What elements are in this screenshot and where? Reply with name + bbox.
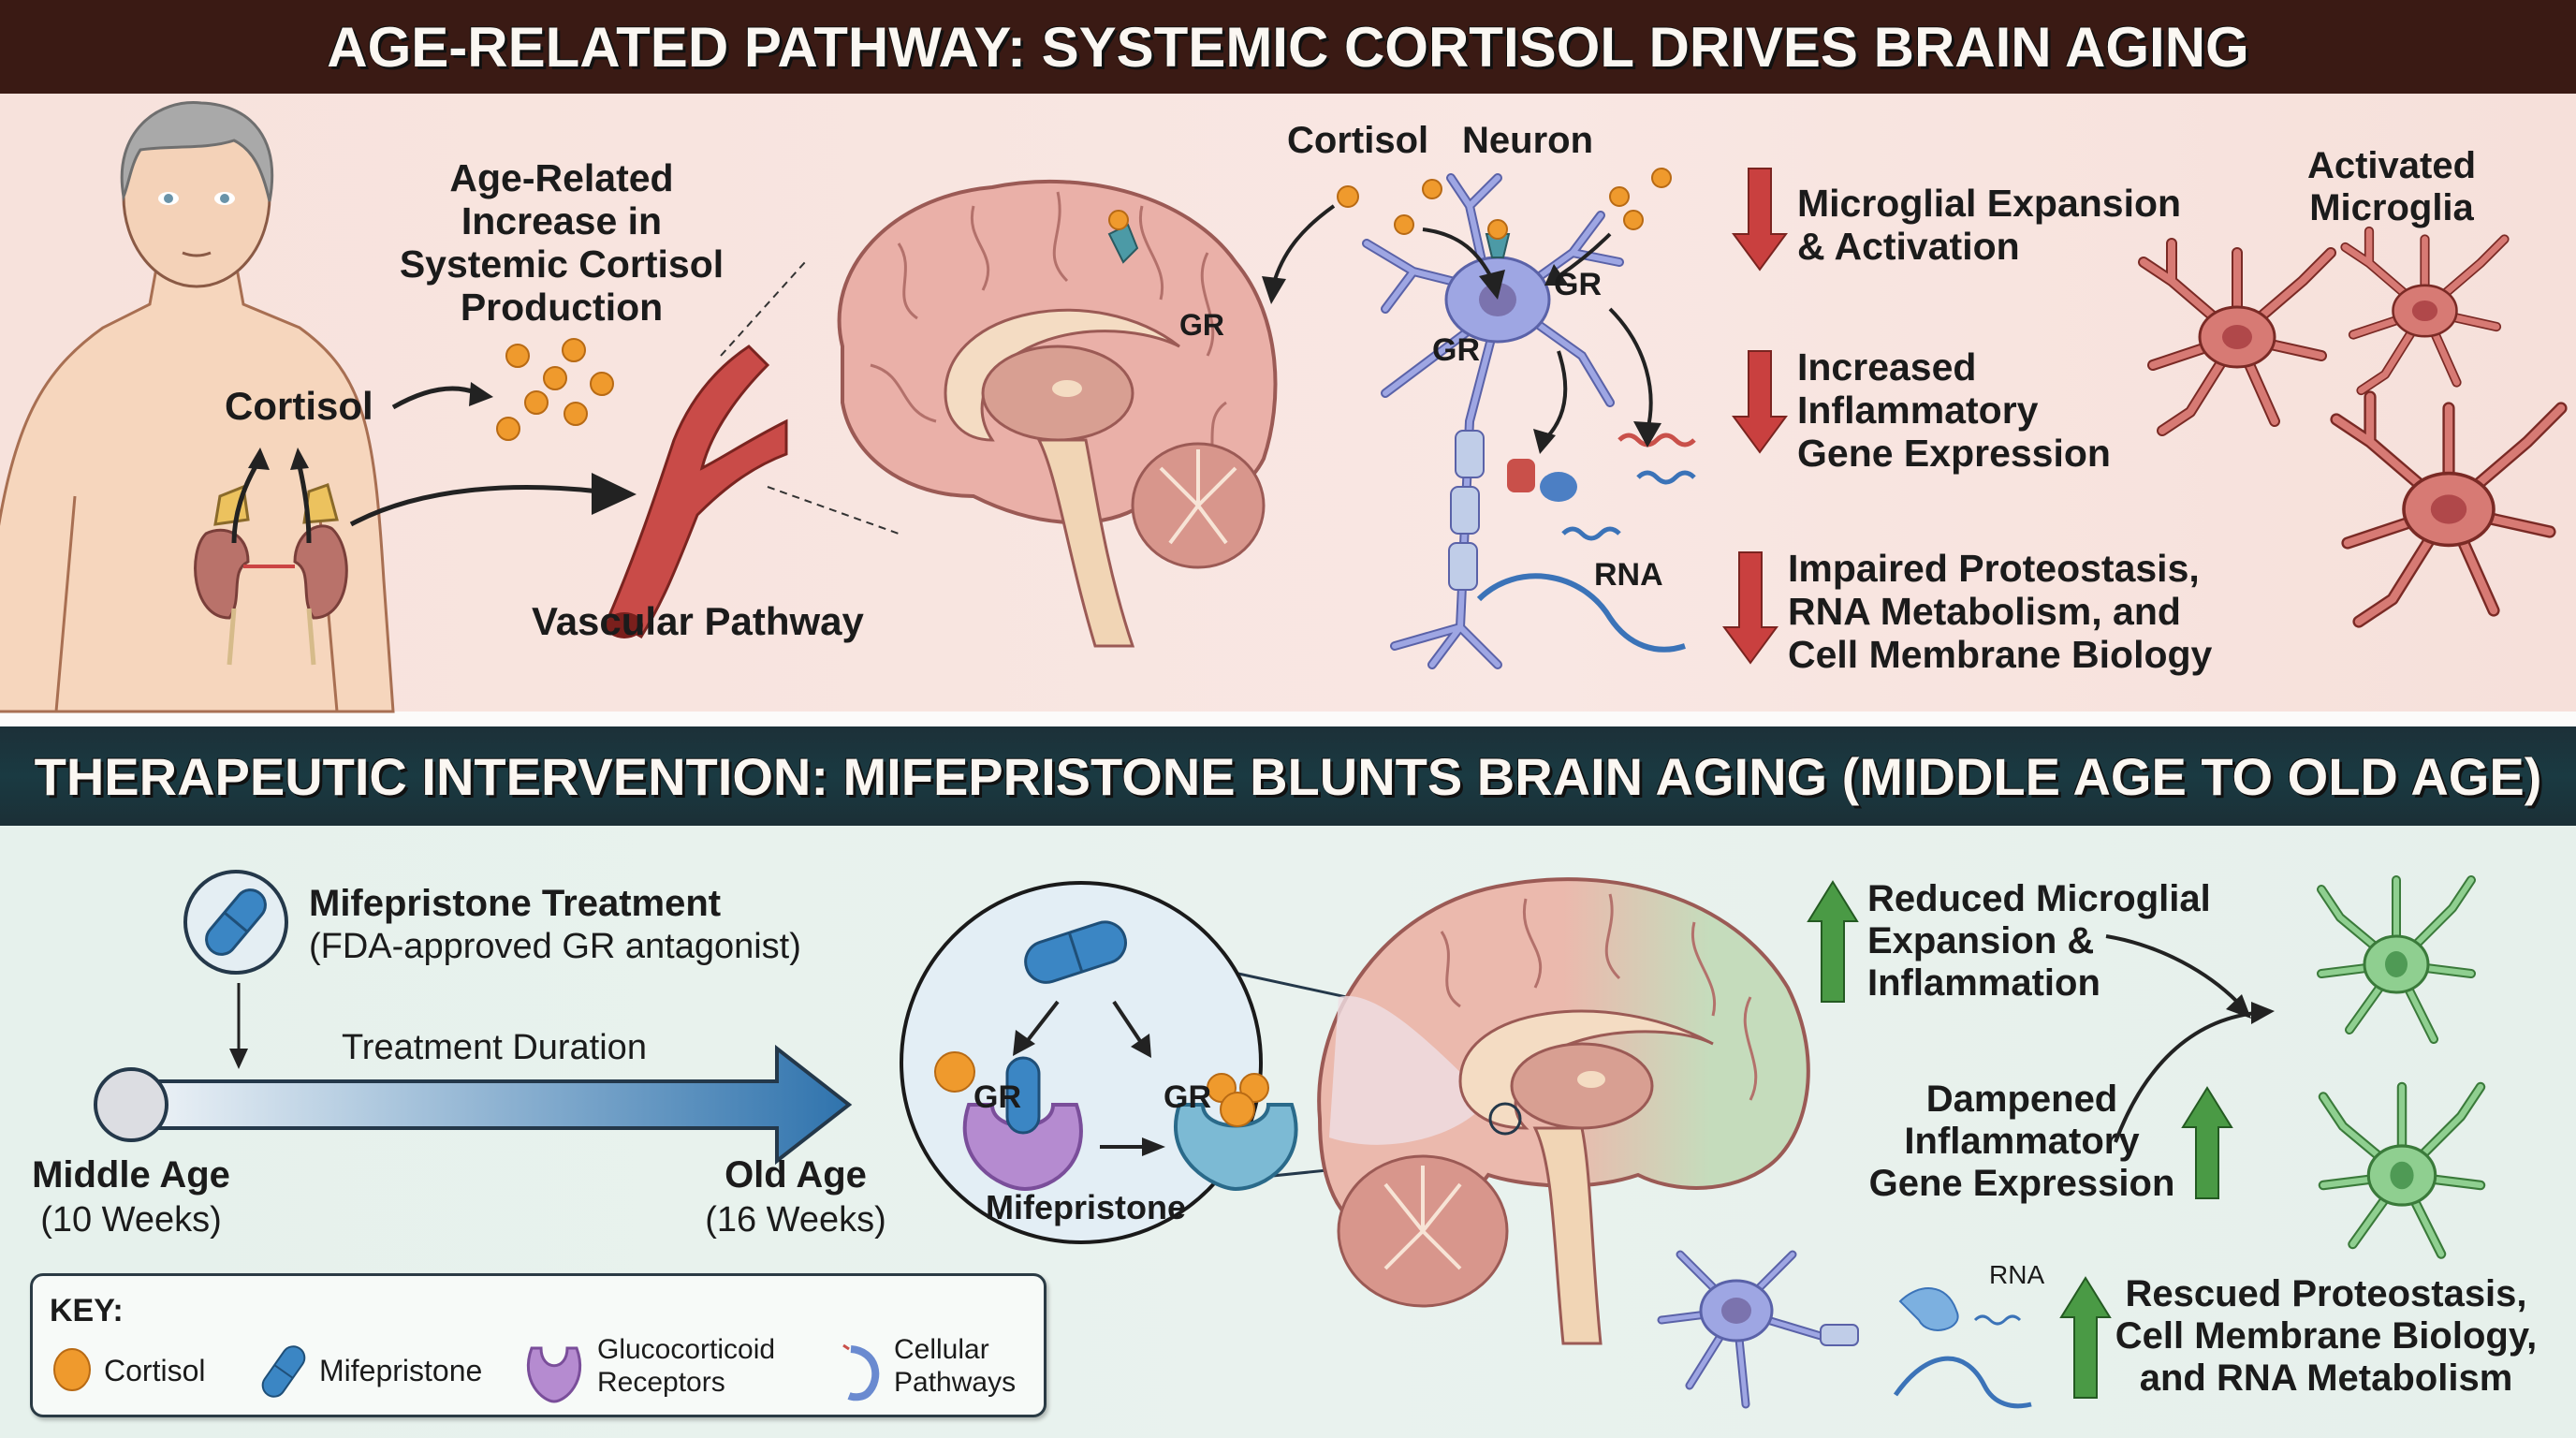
- effect-rescued-proteostasis: Rescued Proteostasis, Cell Membrane Biol…: [2106, 1273, 2546, 1399]
- effect-line: Cell Membrane Biology: [1788, 632, 2213, 676]
- effect-line: & Activation: [1797, 224, 2020, 268]
- effect-dampened-inflammatory: Dampened Inflammatory Gene Expression: [1863, 1078, 2181, 1204]
- bottom-banner-title: THERAPEUTIC INTERVENTION: MIFEPRISTONE B…: [0, 726, 2576, 826]
- timeline-start-label: Middle Age: [32, 1154, 230, 1196]
- key-label-mifepristone: Mifepristone: [319, 1354, 483, 1387]
- rescued-rna-protein: [1893, 1287, 2032, 1409]
- effect-line: Gene Expression: [1797, 431, 2111, 475]
- effect-reduced-microglial: Reduced Microglial Expansion & Inflammat…: [1867, 878, 2211, 1004]
- neuron-label: Neuron: [1462, 120, 1593, 161]
- label-line: Microglia: [2309, 186, 2474, 228]
- vascular-pathway-arrow: [349, 473, 637, 527]
- resting-microglia-cells: [2317, 875, 2518, 1292]
- timeline-start-sub: (10 Weeks): [40, 1200, 222, 1240]
- activated-microglia-cells: [2138, 225, 2576, 655]
- up-arrow-icon: [1807, 880, 1859, 1003]
- key-label-cellular-pathways: Cellular Pathways: [894, 1334, 1016, 1399]
- cortisol-production-label: Age-Related Increase in Systemic Cortiso…: [393, 156, 730, 330]
- section-divider: [0, 712, 2576, 726]
- label-line: Pathways: [894, 1366, 1017, 1398]
- down-arrow-icon: [1732, 350, 1788, 454]
- effect-line: Dampened: [1925, 1078, 2118, 1120]
- top-banner-title: AGE-RELATED PATHWAY: SYSTEMIC CORTISOL D…: [0, 0, 2576, 94]
- effect-line: Gene Expression: [1868, 1162, 2175, 1204]
- elderly-human-figure: [0, 101, 395, 713]
- cortisol-label: Cortisol: [1287, 120, 1429, 161]
- mifepristone-pill-icon: [261, 1345, 306, 1398]
- effects-to-microglia-arrows: [2105, 934, 2275, 1143]
- top-rna-label: RNA: [1594, 557, 1663, 593]
- effect-line: Inflammatory: [1797, 388, 2039, 432]
- inset-gr-left-label: GR: [973, 1079, 1021, 1115]
- label-line: Production: [460, 285, 664, 329]
- mifepristone-pill-icon: [183, 870, 288, 975]
- label-line: Systemic Cortisol: [399, 242, 724, 286]
- cortisol-icon: [53, 1348, 91, 1391]
- key-title: KEY:: [50, 1293, 124, 1328]
- activated-microglia-label: Activated Microglia: [2284, 145, 2499, 229]
- label-line: Cellular: [894, 1334, 989, 1365]
- cortisol-to-neuron-arrows: [1394, 168, 1672, 454]
- legend-key: KEY: Cortisol Mifepristone Glucocorticoi…: [30, 1273, 1046, 1417]
- age-related-pathway-panel: [0, 94, 2576, 712]
- body-cortisol-label: Cortisol: [225, 384, 373, 428]
- cortisol-to-brain-arrow: [1262, 185, 1359, 304]
- blood-vessel: [606, 345, 788, 639]
- kidneys-adrenal-glands: [194, 483, 348, 666]
- timeline-end-sub: (16 Weeks): [705, 1200, 886, 1240]
- cortisol-molecules-cluster: [496, 338, 614, 441]
- effect-line: Inflammatory: [1904, 1120, 2140, 1162]
- label-line: Receptors: [597, 1366, 725, 1398]
- label-line: Activated: [2306, 145, 2477, 186]
- zoom-dashed-lines: [720, 261, 900, 535]
- down-arrow-icon: [1722, 551, 1778, 665]
- treatment-duration-label: Treatment Duration: [342, 1028, 647, 1067]
- inset-mifepristone-label: Mifepristone: [985, 1188, 1186, 1226]
- mifepristone-mechanism-inset: [900, 881, 1513, 1244]
- cortisol-release-arrow: [391, 382, 493, 410]
- neuron-gr-right-label: GR: [1554, 267, 1602, 302]
- brain-gr-label: GR: [1179, 308, 1224, 342]
- effect-line: Increased: [1797, 345, 1977, 389]
- kidney-to-cortisol-arrows: [231, 448, 312, 544]
- effect-line: Expansion &: [1867, 919, 2095, 961]
- down-arrow-icon: [1732, 168, 1788, 271]
- effect-microglial-expansion: Microglial Expansion & Activation: [1797, 182, 2182, 269]
- effect-line: Rescued Proteostasis,: [2125, 1273, 2527, 1314]
- effect-inflammatory-gene-expression: Increased Inflammatory Gene Expression: [1797, 345, 2111, 476]
- effect-impaired-proteostasis: Impaired Proteostasis, RNA Metabolism, a…: [1788, 547, 2213, 677]
- glucocorticoid-receptor-icon: [526, 1346, 582, 1403]
- neuron-gr-left-label: GR: [1432, 332, 1480, 368]
- label-line: Increase in: [461, 198, 663, 242]
- inset-gr-right-label: GR: [1164, 1079, 1211, 1115]
- effect-line: and RNA Metabolism: [2139, 1357, 2513, 1399]
- effect-line: Microglial Expansion: [1797, 182, 2182, 225]
- bottom-rna-label: RNA: [1989, 1260, 2045, 1289]
- treatment-subtitle: (FDA-approved GR antagonist): [309, 927, 801, 966]
- resting-neuron-bottom: [1657, 1250, 1859, 1409]
- treatment-start-arrow: [229, 983, 248, 1069]
- label-line: Age-Related: [449, 156, 674, 199]
- cellular-pathway-icon: [842, 1343, 880, 1401]
- key-label-cortisol: Cortisol: [104, 1354, 206, 1387]
- vascular-pathway-label: Vascular Pathway: [532, 599, 864, 643]
- label-line: Glucocorticoid: [597, 1334, 776, 1365]
- brain-sagittal-bottom: [1317, 877, 1810, 1345]
- effect-line: Impaired Proteostasis,: [1788, 547, 2200, 590]
- effect-line: Cell Membrane Biology,: [2115, 1314, 2538, 1357]
- key-label-glucocorticoid-receptors: Glucocorticoid Receptors: [597, 1334, 775, 1399]
- treatment-timeline-arrow: [94, 1044, 853, 1166]
- timeline-end-label: Old Age: [724, 1154, 867, 1196]
- up-arrow-icon: [2181, 1086, 2233, 1199]
- up-arrow-icon: [2059, 1276, 2112, 1399]
- effect-line: RNA Metabolism, and: [1788, 589, 2181, 633]
- effect-line: Reduced Microglial: [1867, 878, 2211, 919]
- treatment-title: Mifepristone Treatment: [309, 883, 722, 924]
- brain-sagittal-top: [837, 179, 1278, 648]
- effect-line: Inflammation: [1867, 961, 2100, 1004]
